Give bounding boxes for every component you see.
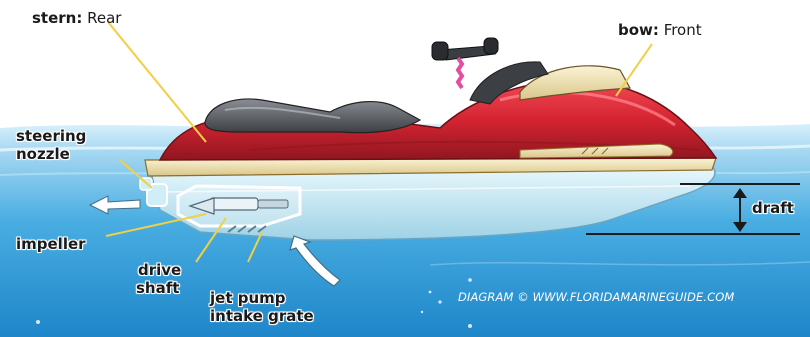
stern-description: Rear	[87, 9, 121, 27]
stern-term: stern:	[32, 9, 82, 27]
drive-shaft-label-line1: drive	[138, 262, 181, 279]
stern-leader	[108, 22, 206, 142]
seat	[205, 99, 420, 133]
stern-label: stern: Rear	[32, 10, 121, 27]
jet-pump-label-line1: jet pump	[210, 290, 286, 307]
steering-nozzle-label-line2: nozzle	[16, 146, 70, 163]
engine-cutaway	[178, 186, 300, 226]
drive-shaft-label-line2: shaft	[136, 280, 179, 297]
draft-label: draft	[752, 200, 794, 217]
steering-nozzle-label-line1: steering	[16, 128, 86, 145]
diagram-credit: DIAGRAM © WWW.FLORIDAMARINEGUIDE.COM	[458, 290, 734, 304]
bow-label: bow: Front	[618, 22, 702, 39]
impeller-label: impeller	[16, 236, 86, 253]
bow-leader	[616, 44, 652, 96]
bow-term: bow:	[618, 21, 659, 39]
bow-description: Front	[664, 21, 702, 39]
jet-pump-label-line2: intake grate	[210, 308, 314, 325]
